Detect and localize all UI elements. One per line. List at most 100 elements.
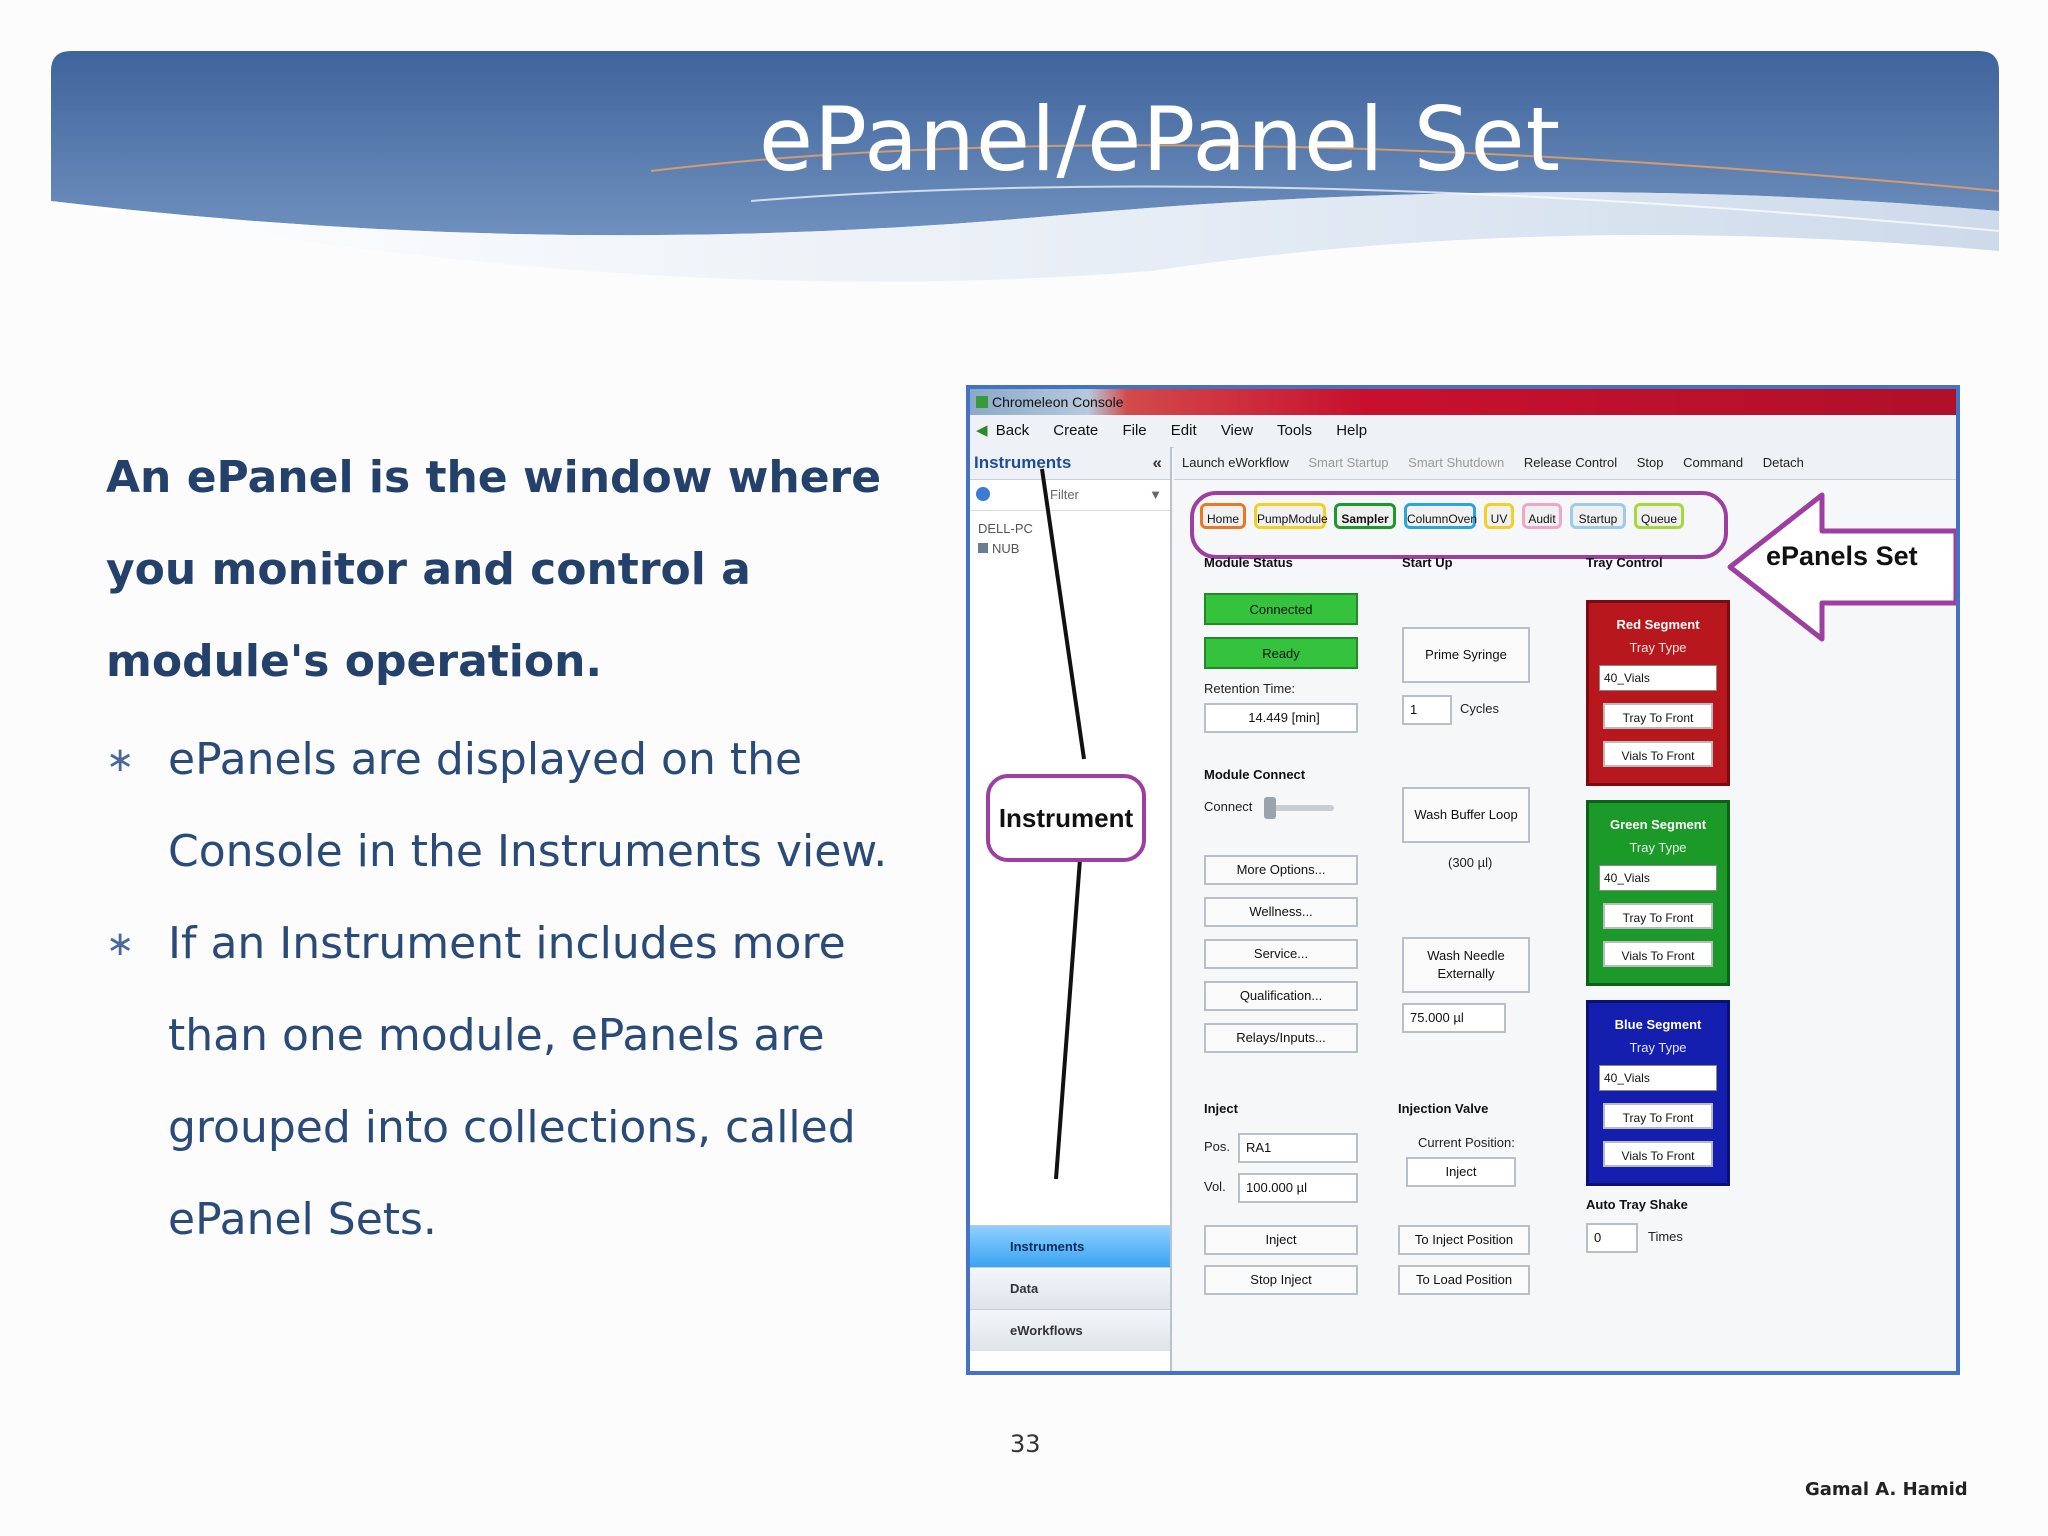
to-load-position-button[interactable]: To Load Position — [1398, 1265, 1530, 1295]
vials-to-front-button[interactable]: Vials To Front — [1603, 941, 1713, 967]
tray-type-select[interactable]: 40_Vials — [1599, 1065, 1717, 1091]
current-position-field: Inject — [1406, 1157, 1516, 1187]
current-position-label: Current Position: — [1418, 1135, 1515, 1150]
sidebar-header: Instruments « — [970, 447, 1170, 480]
service-button[interactable]: Service... — [1204, 939, 1358, 969]
launch-eworkflow-button[interactable]: Launch eWorkflow — [1182, 455, 1289, 470]
epanel-set-highlight — [1190, 491, 1728, 559]
back-icon[interactable]: ◀ — [976, 422, 988, 439]
filter-label[interactable]: Filter — [1050, 487, 1079, 502]
nav-data[interactable]: Data — [970, 1267, 1170, 1309]
segment-title: Red Segment — [1616, 617, 1700, 632]
tray-to-front-button[interactable]: Tray To Front — [1603, 703, 1713, 729]
epanels-set-label: ePanels Set — [1766, 541, 1918, 571]
tree-item-label: NUB — [992, 541, 1020, 556]
module-status-label: Module Status — [1204, 555, 1293, 570]
connected-status: Connected — [1204, 593, 1358, 625]
author-name: Gamal A. Hamid — [1805, 1479, 1968, 1500]
to-inject-position-button[interactable]: To Inject Position — [1398, 1225, 1530, 1255]
red-segment-panel: Red Segment Tray Type 40_Vials Tray To F… — [1586, 600, 1730, 786]
menu-edit[interactable]: Edit — [1170, 422, 1197, 439]
menu-bar: ◀ Back Create File Edit View Tools Help — [970, 415, 1956, 448]
stop-button[interactable]: Stop — [1636, 455, 1664, 470]
wash-buffer-loop-button[interactable]: Wash Buffer Loop — [1402, 787, 1530, 843]
cycles-label: Cycles — [1460, 701, 1500, 716]
nav-instruments[interactable]: Instruments — [970, 1225, 1170, 1267]
tray-type-select[interactable]: 40_Vials — [1599, 665, 1717, 691]
inject-label: Inject — [1204, 1101, 1238, 1116]
tab-uv[interactable]: UV — [1484, 503, 1514, 529]
tab-pumpmodule[interactable]: PumpModule — [1254, 503, 1328, 529]
connect-label: Connect — [1204, 799, 1253, 814]
detach-button[interactable]: Detach — [1762, 455, 1804, 470]
menu-view[interactable]: View — [1220, 422, 1254, 439]
instruments-sidebar: Instruments « Filter ▼ DELL-PC NUB Instrum… — [970, 447, 1172, 1371]
command-button[interactable]: Command — [1683, 455, 1744, 470]
connect-slider[interactable] — [1264, 797, 1334, 819]
position-input[interactable]: RA1 — [1238, 1133, 1358, 1163]
bullet-text: If an Instrument includes more than one … — [168, 918, 856, 1245]
release-control-button[interactable]: Release Control — [1523, 455, 1618, 470]
startup-label: Start Up — [1402, 555, 1453, 570]
relays-inputs-button[interactable]: Relays/Inputs... — [1204, 1023, 1358, 1053]
auto-tray-shake-input[interactable]: 0 — [1586, 1223, 1638, 1253]
wash-needle-volume-input[interactable]: 75.000 µl — [1402, 1003, 1506, 1033]
bullet-list: ∗ ePanels are displayed on the Console i… — [106, 714, 906, 1266]
inject-button[interactable]: Inject — [1204, 1225, 1358, 1255]
menu-help[interactable]: Help — [1336, 422, 1368, 439]
tab-columnoven[interactable]: ColumnOven — [1404, 503, 1477, 529]
stop-inject-button[interactable]: Stop Inject — [1204, 1265, 1358, 1295]
vials-to-front-button[interactable]: Vials To Front — [1603, 1141, 1713, 1167]
tray-to-front-button[interactable]: Tray To Front — [1603, 903, 1713, 929]
tray-to-front-button[interactable]: Tray To Front — [1603, 1103, 1713, 1129]
qualification-button[interactable]: Qualification... — [1204, 981, 1358, 1011]
tray-type-select[interactable]: 40_Vials — [1599, 865, 1717, 891]
nav-eworkflows[interactable]: eWorkflows — [970, 1309, 1170, 1351]
bullet-marker-icon: ∗ — [106, 924, 135, 964]
tray-type-label: Tray Type — [1629, 640, 1687, 655]
collapse-icon[interactable]: « — [1152, 453, 1162, 472]
retention-time-label: Retention Time: — [1204, 681, 1296, 696]
globe-icon[interactable] — [976, 487, 990, 501]
tree-item-computer[interactable]: DELL-PC — [978, 521, 1033, 536]
smart-shutdown-button[interactable]: Smart Shutdown — [1408, 455, 1505, 470]
page-number: 33 — [1010, 1430, 1041, 1458]
smart-startup-button[interactable]: Smart Startup — [1308, 455, 1389, 470]
tab-audit[interactable]: Audit — [1522, 503, 1562, 529]
tab-startup[interactable]: Startup — [1570, 503, 1626, 529]
wash-needle-button[interactable]: Wash Needle Externally — [1402, 937, 1530, 993]
pos-label: Pos. — [1204, 1139, 1231, 1154]
window-titlebar: Chromeleon Console — [970, 389, 1956, 415]
instrument-icon — [978, 543, 988, 553]
menu-file[interactable]: File — [1122, 422, 1147, 439]
window-title: Chromeleon Console — [992, 394, 1124, 410]
tab-queue[interactable]: Queue — [1634, 503, 1684, 529]
slider-thumb[interactable] — [1264, 797, 1276, 819]
menu-create[interactable]: Create — [1053, 422, 1099, 439]
ready-status: Ready — [1204, 637, 1358, 669]
tab-sampler[interactable]: Sampler — [1334, 503, 1396, 529]
wellness-button[interactable]: Wellness... — [1204, 897, 1358, 927]
more-options-button[interactable]: More Options... — [1204, 855, 1358, 885]
injection-valve-label: Injection Valve — [1398, 1101, 1489, 1116]
menu-tools[interactable]: Tools — [1276, 422, 1313, 439]
filter-icon[interactable]: ▼ — [1149, 487, 1162, 502]
bullet-text: ePanels are displayed on the Console in … — [168, 734, 888, 877]
green-segment-panel: Green Segment Tray Type 40_Vials Tray To… — [1586, 800, 1730, 986]
prime-syringe-button[interactable]: Prime Syringe — [1402, 627, 1530, 683]
bullet-item: ∗ If an Instrument includes more than on… — [106, 898, 906, 1266]
cycles-input[interactable]: 1 — [1402, 695, 1452, 725]
retention-time-field: 14.449 [min] — [1204, 703, 1358, 733]
vials-to-front-button[interactable]: Vials To Front — [1603, 741, 1713, 767]
lead-paragraph: An ePanel is the window where you monito… — [106, 452, 882, 687]
sidebar-title: Instruments — [974, 453, 1072, 472]
tree-item-instrument[interactable]: NUB — [978, 539, 1162, 559]
blue-segment-panel: Blue Segment Tray Type 40_Vials Tray To … — [1586, 1000, 1730, 1186]
instrument-callout: Instrument — [986, 774, 1146, 862]
volume-input[interactable]: 100.000 µl — [1238, 1173, 1358, 1203]
menu-back[interactable]: Back — [995, 422, 1030, 439]
vol-label: Vol. — [1204, 1179, 1226, 1194]
wash-buffer-volume: (300 µl) — [1448, 855, 1493, 870]
tab-home[interactable]: Home — [1200, 503, 1246, 529]
tray-type-label: Tray Type — [1629, 1040, 1687, 1055]
